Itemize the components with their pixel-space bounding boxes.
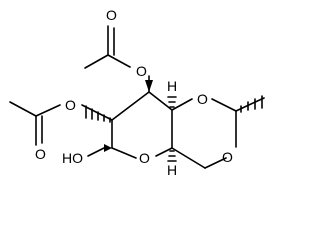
atom-h-upper: H (167, 78, 177, 94)
bond-c3-c4 (148, 91, 173, 111)
atom-o-acetyl-left: O (65, 97, 76, 113)
bond-methyl-carbonyl-top (84, 54, 109, 69)
bond-carbonyl-ester-left (35, 104, 61, 117)
atom-o-carbonyl-left: O (35, 146, 46, 162)
bond-ester-o-c2 (81, 104, 113, 121)
bond-dioxane-o-acetal (211, 98, 237, 112)
bond-c1-hydroxyl (87, 147, 105, 157)
hashed-bond-c5-h (167, 150, 177, 162)
hashed-bond-acetal-methyl (240, 95, 263, 113)
bond-lower-o-ch2 (204, 157, 227, 169)
structure-drawing: O O O O HO O O O H H (9, 7, 265, 178)
bond-c4-dioxane-o (171, 98, 193, 111)
hashed-bond-c4-h (167, 96, 177, 108)
molecule-structure: O O O O HO O O O H H (9, 7, 265, 178)
wedge-bond-c1 (104, 144, 112, 152)
bond-methyl-carbonyl-left (9, 101, 37, 117)
atom-o-dioxane-lower: O (222, 149, 233, 165)
atom-o-dioxane-upper: O (197, 91, 208, 107)
hashed-bond-c2 (85, 105, 111, 123)
bond-carbonyl-ester-top (107, 54, 131, 68)
atom-o-ring-pyran: O (139, 150, 150, 166)
atom-o-carbonyl-top: O (106, 7, 117, 23)
bond-ring-o-c1 (111, 147, 137, 159)
bonds (9, 25, 265, 169)
atom-o-acetyl-top: O (136, 63, 147, 79)
wedge-bond-c3 (145, 80, 153, 92)
atom-hydroxyl: HO (62, 150, 83, 166)
atom-labels: O O O O HO O O O H H (35, 7, 233, 178)
stereo-bonds (85, 80, 263, 162)
bond-c5-ring-o (155, 147, 173, 157)
bond-c2-c3 (111, 91, 150, 121)
atom-h-lower: H (167, 162, 177, 178)
bond-ch2-c5 (171, 147, 206, 169)
